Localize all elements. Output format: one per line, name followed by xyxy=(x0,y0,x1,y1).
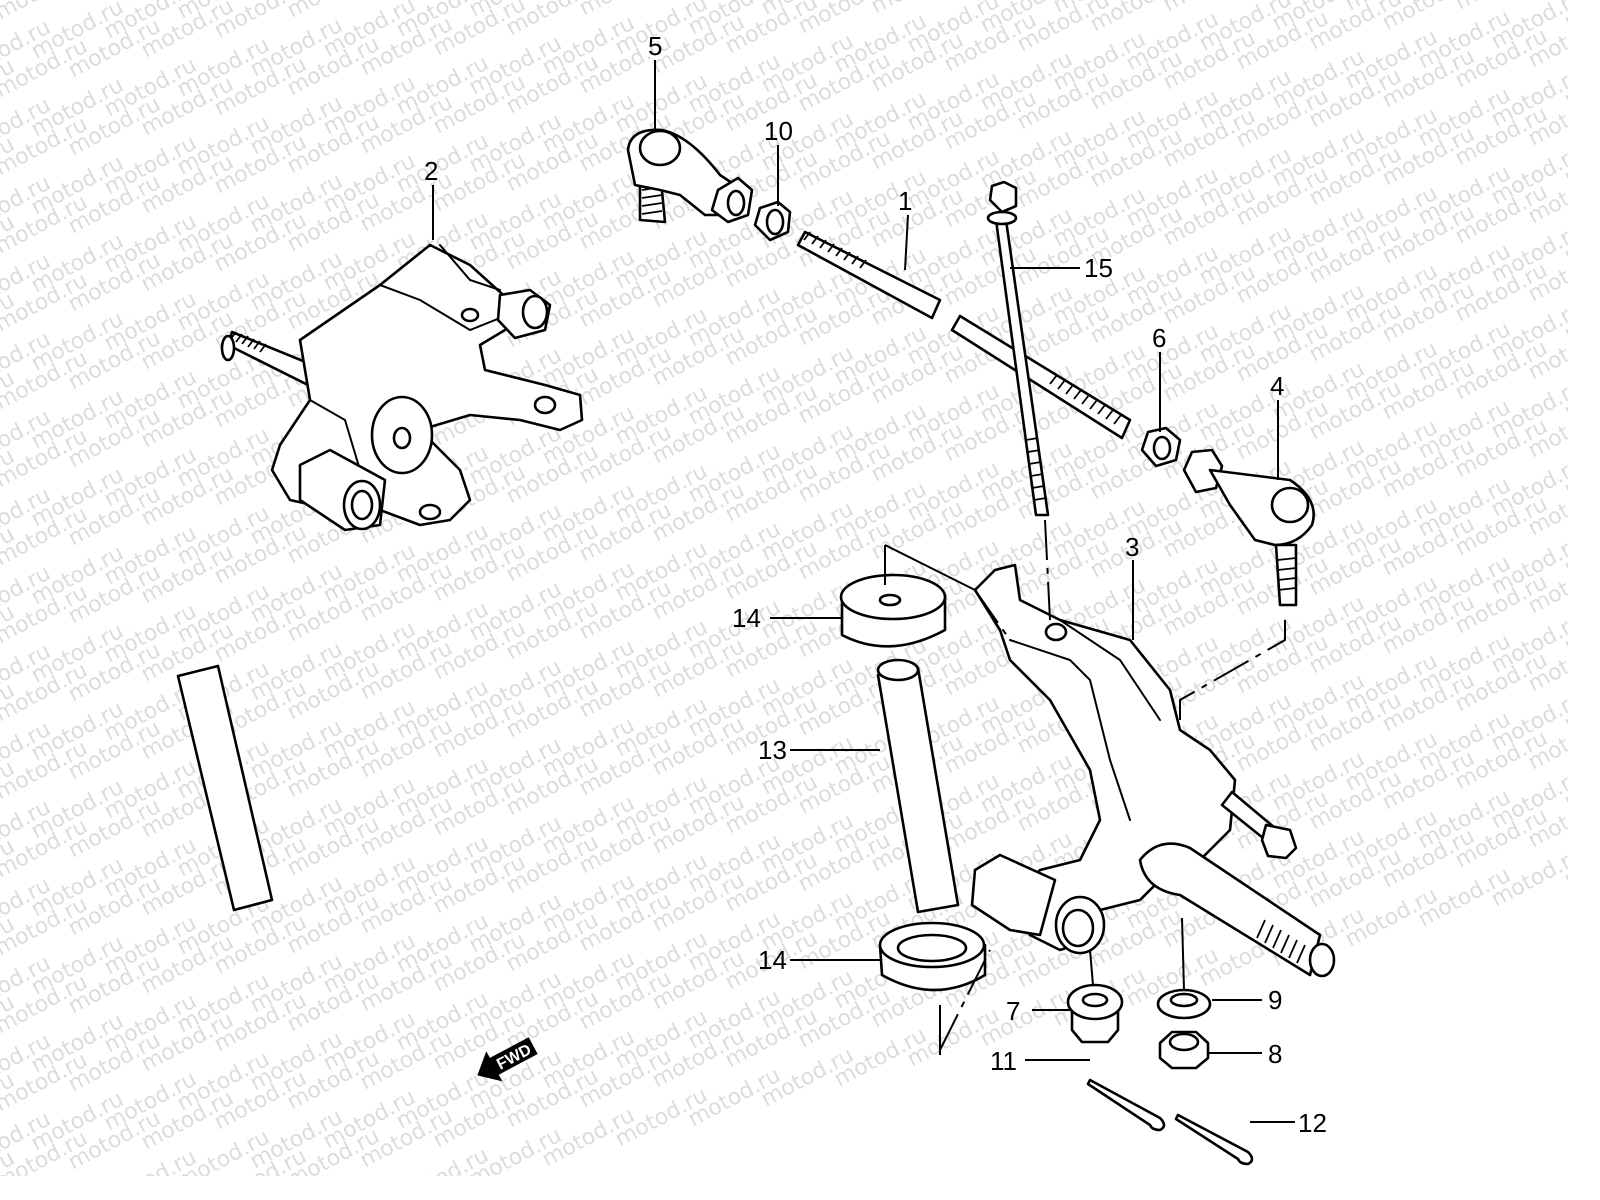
callout-14-top: 14 xyxy=(732,603,761,633)
callout-11: 11 xyxy=(990,1046,1017,1076)
cotter-pin-b[interactable] xyxy=(1174,1113,1254,1166)
callout-7: 7 xyxy=(1006,996,1020,1026)
callout-13: 13 xyxy=(758,735,787,765)
callout-9: 9 xyxy=(1268,985,1282,1015)
callout-1: 1 xyxy=(898,186,912,216)
watermark-text: motod.ru xyxy=(1560,0,1568,34)
flange-nut[interactable] xyxy=(1066,983,1124,1044)
dust-seal-top[interactable] xyxy=(839,573,947,648)
washer[interactable] xyxy=(1156,988,1212,1020)
callout-14-bottom: 14 xyxy=(758,945,787,975)
dust-seal-bottom[interactable] xyxy=(878,921,987,992)
callout-3: 3 xyxy=(1125,532,1139,562)
callout-5: 5 xyxy=(648,31,662,61)
callout-8: 8 xyxy=(1268,1039,1282,1069)
parts-diagram: motod.rumotod.rumotod.rumotod.rumotod.ru… xyxy=(0,0,1568,1176)
callout-15: 15 xyxy=(1084,253,1113,283)
callout-12: 12 xyxy=(1298,1108,1327,1138)
watermark-layer: motod.rumotod.rumotod.rumotod.rumotod.ru… xyxy=(0,0,1568,1176)
callout-4: 4 xyxy=(1270,371,1284,401)
castle-nut[interactable] xyxy=(1158,1030,1210,1070)
callout-2: 2 xyxy=(424,156,438,186)
callout-6: 6 xyxy=(1152,323,1166,353)
callout-10: 10 xyxy=(764,116,793,146)
cotter-pin-a[interactable] xyxy=(1086,1078,1166,1132)
